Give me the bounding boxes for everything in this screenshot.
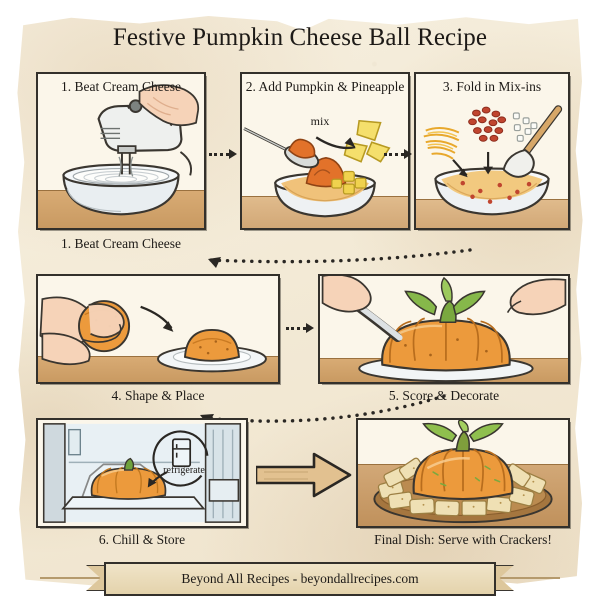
arrow-step1-to-step2 [209, 148, 237, 160]
step-2-illustration: mix [242, 74, 408, 228]
arrow-step4-to-step5 [286, 322, 314, 334]
step-2-panel-label: 2. Add Pumpkin & Pineapple [245, 79, 405, 94]
step-panel-1: 1. Beat Cream Cheese [36, 72, 207, 231]
step-panel-3: 3. Fold in Mix-ins [414, 72, 571, 231]
step-1-illustration [38, 74, 204, 228]
arrow-step2-to-step3 [384, 148, 412, 160]
step-2-mix-annotation: mix [310, 114, 330, 128]
step-3-illustration [416, 74, 568, 228]
final-dish-panel [356, 418, 571, 529]
final-dish-caption: Final Dish: Serve with Crackers! [374, 532, 552, 547]
step-6-caption: 6. Chill & Store [98, 532, 186, 547]
step-3-panel-label: 3. Fold in Mix-ins [442, 79, 542, 94]
step-1-caption: 1. Beat Cream Cheese [61, 236, 181, 251]
step-panel-5 [318, 274, 571, 385]
step-4-caption: 4. Shape & Place [111, 388, 205, 403]
step-4-illustration [38, 276, 278, 382]
final-dish-illustration [358, 420, 568, 526]
step-5-illustration [320, 276, 568, 382]
step-panel-4 [36, 274, 281, 385]
step-1-panel-label: 1. Beat Cream Cheese [61, 79, 181, 94]
arrow-step6-to-final [256, 452, 352, 498]
footer-ribbon: Beyond All Recipes - beyondallrecipes.co… [40, 562, 560, 596]
step-panel-6: refrigerate [36, 418, 249, 529]
step-6-illustration: refrigerate [38, 420, 246, 526]
arrow-step3-to-step4 [208, 248, 472, 268]
step-6-refrigerate-annotation: refrigerate [163, 465, 205, 476]
step-panel-2: mix 2. Add Pumpkin & Pineapple [240, 72, 411, 231]
ribbon-label: Beyond All Recipes - beyondallrecipes.co… [104, 562, 496, 596]
page-title: Festive Pumpkin Cheese Ball Recipe [112, 24, 488, 51]
